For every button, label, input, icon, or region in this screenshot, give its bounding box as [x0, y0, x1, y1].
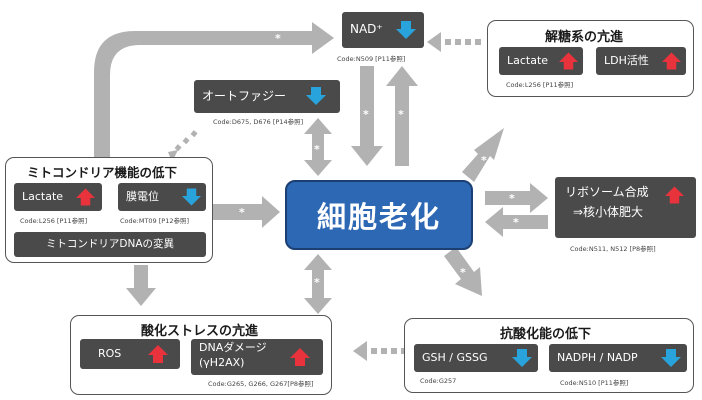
red-up-arrow-icon: [665, 186, 684, 204]
autophagy-box: オートファジー: [194, 80, 340, 113]
nadph-nadp-box: NADPH / NADP: [549, 344, 687, 372]
star-mark: *: [460, 266, 466, 279]
star-mark: *: [178, 283, 184, 296]
glycolysis-lactate-label: Lactate: [507, 53, 549, 67]
blue-down-arrow-icon: [661, 349, 681, 367]
arrow-nad-to-center: [351, 66, 383, 166]
gamma-h2ax-label: (γH2AX): [199, 355, 245, 369]
arrow-center-to-nad: [386, 66, 418, 166]
star-mark: *: [314, 143, 320, 156]
antioxidant-title: 抗酸化能の低下: [500, 327, 592, 342]
ldh-activity-box: LDH活性: [596, 47, 686, 75]
star-mark: *: [509, 192, 515, 205]
mito-lactate-label: Lactate: [22, 189, 64, 203]
autophagy-code: Code:D675, D676 [P14参照]: [213, 118, 304, 126]
dna-damage-box: DNAダメージ (γH2AX): [191, 339, 323, 375]
dotted-arrow-autophagy-to-mito: [168, 150, 178, 162]
mito-lactate-code: Code:L256 [P11参照]: [20, 217, 88, 225]
dotted-arrow-glycolysis-to-nad: [427, 32, 441, 52]
nadph-nadp-label: NADPH / NADP: [557, 350, 638, 364]
membrane-potential-label: 膜電位: [126, 189, 159, 203]
mitochondria-title: ミトコンドリア機能の低下: [27, 165, 178, 180]
red-up-arrow-icon: [662, 52, 681, 70]
mito-dna-mutation-box: ミトコンドリアDNAの変異: [14, 232, 206, 257]
arrow-mito-to-oxstress: [126, 265, 156, 306]
ros-label: ROS: [98, 346, 122, 360]
red-up-arrow-icon: [148, 345, 168, 363]
gsh-gssg-code: Code:G257: [420, 377, 457, 385]
arrow-center-to-ribosome: [485, 183, 548, 213]
star-mark: *: [363, 108, 369, 121]
star-mark: *: [513, 216, 519, 229]
red-up-arrow-icon: [290, 348, 310, 366]
star-mark: *: [481, 154, 487, 167]
glycolysis-code: Code:L256 [P11参照]: [506, 81, 574, 89]
mito-dna-mutation-label: ミトコンドリアDNAの変異: [45, 238, 175, 251]
ribosome-synthesis-label: リボソーム合成: [565, 185, 649, 199]
dotted-arrow-antiox-to-oxstress: [353, 341, 367, 361]
blue-down-arrow-icon: [396, 21, 416, 39]
arrow-mito-to-center: [212, 196, 280, 228]
star-mark: *: [398, 108, 404, 121]
glycolysis-title: 解糖系の亢進: [545, 30, 624, 45]
membrane-potential-code: Code:MT09 [P12参照]: [120, 217, 190, 225]
arrow-mito-to-nad: [94, 22, 334, 157]
arrow-autophagy-center: [304, 118, 332, 176]
blue-down-arrow-icon: [512, 349, 532, 367]
ros-box: ROS: [80, 339, 180, 369]
dna-damage-label: DNAダメージ: [199, 341, 267, 354]
ribosome-code: Code:N511, N512 [P8参照]: [570, 245, 656, 253]
arrow-center-to-glycolysis: [462, 128, 504, 182]
nucleolar-enlargement-label: ⇒核小体肥大: [573, 204, 644, 219]
arrow-center-to-antiox: [444, 247, 482, 296]
blue-down-arrow-icon: [182, 188, 201, 206]
red-up-arrow-icon: [559, 52, 578, 70]
ribosome-box: リボソーム合成 ⇒核小体肥大: [555, 177, 696, 238]
cellular-senescence-node: 細胞老化: [285, 180, 473, 250]
nad-box: NAD⁺: [342, 12, 424, 48]
blue-down-arrow-icon: [306, 87, 326, 105]
oxidative-stress-title: 酸化ストレスの亢進: [141, 324, 259, 339]
autophagy-label: オートファジー: [202, 88, 287, 103]
mito-lactate-box: Lactate: [14, 183, 102, 211]
gsh-gssg-box: GSH / GSSG: [414, 344, 538, 372]
nadph-nadp-code: Code:N510 [P11参照]: [560, 379, 629, 387]
nad-code: Code:N509 [P11参照]: [337, 55, 406, 63]
star-mark: *: [275, 32, 281, 45]
star-mark: *: [239, 206, 245, 219]
nad-label: NAD⁺: [350, 22, 383, 37]
red-up-arrow-icon: [76, 188, 95, 206]
arrow-center-oxstress: [304, 254, 332, 314]
gsh-gssg-label: GSH / GSSG: [422, 350, 488, 364]
oxidative-stress-code: Code:G265, G266, G267[P8参照]: [208, 380, 314, 388]
star-mark: *: [314, 276, 320, 289]
arrow-ribosome-to-center: [485, 207, 548, 237]
glycolysis-lactate-box: Lactate: [499, 47, 583, 75]
membrane-potential-box: 膜電位: [118, 183, 206, 211]
ldh-activity-label: LDH活性: [604, 53, 649, 67]
